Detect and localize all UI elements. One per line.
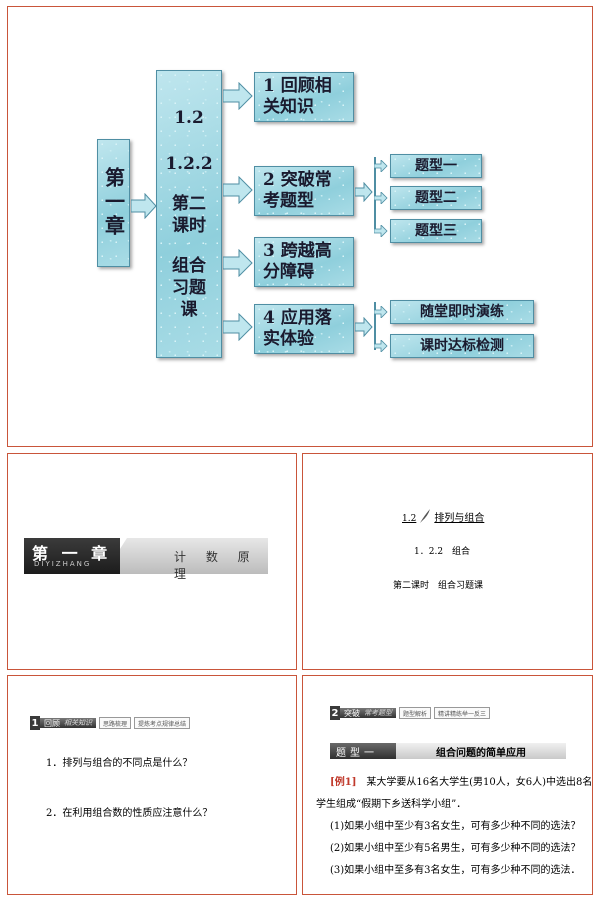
section-heading: 1.2 排列与组合 [402, 508, 484, 524]
type-label: 题型三 [415, 222, 457, 239]
question-1: 1．排列与组合的不同点是什么？ [46, 758, 193, 769]
bracket-connector [374, 157, 376, 233]
chapter-box[interactable]: 第一章 [97, 139, 130, 267]
type-box-3[interactable]: 题型三 [390, 219, 482, 243]
arrow-right-icon [355, 317, 373, 337]
arrow-right-icon [223, 176, 253, 204]
type-label: 题型一 [415, 157, 457, 174]
chapter-pinyin: DIYIZHANG [34, 560, 92, 568]
lesson-period: 第二课时 [172, 194, 206, 236]
practice-label: 随堂即时演练 [420, 303, 504, 320]
subtab-1[interactable]: 题型解析 [399, 707, 432, 719]
section-tab[interactable]: 回顾 相关知识 [40, 718, 96, 728]
lesson-subsection: 1.2.2 [165, 154, 213, 174]
practice-box-1[interactable]: 随堂即时演练 [390, 300, 534, 324]
type-bar-title: 组合问题的简单应用 [396, 743, 566, 759]
section-line: 实体验 [263, 329, 314, 349]
subsection-title: 1．2.2 组合 [414, 547, 471, 557]
subtab-2[interactable]: 精讲精练举一反三 [434, 707, 491, 719]
lesson-section: 1.2 [174, 108, 204, 128]
slide-4-review [7, 675, 297, 895]
chapter-label: 第一章 [101, 167, 126, 239]
section-number: 1.2 [402, 514, 417, 524]
section-tab-sub: 常考题型 [364, 709, 392, 717]
arrow-right-icon [355, 182, 373, 202]
type-label: 题型二 [415, 189, 457, 206]
section-line: 4 应用落 [263, 308, 332, 328]
section-tab-sub: 相关知识 [64, 719, 92, 727]
arrow-right-icon [374, 225, 388, 237]
lesson-box[interactable]: 1.2 1.2.2 第二课时 组合习题课 [156, 70, 222, 358]
subtab-2[interactable]: 提炼考点规律总结 [134, 717, 191, 729]
question-2: 2．在利用组合数的性质应注意什么？ [46, 808, 213, 819]
section-box-breakthrough[interactable]: 2 突破常考题型 [254, 166, 354, 216]
lesson-title: 第二课时 组合习题课 [393, 581, 484, 591]
banner-dark: 第 一 章 DIYIZHANG [24, 538, 120, 574]
example-question-1: (1)如果小组中至少有3名女生，可有多少种不同的选法？ [330, 821, 581, 832]
example-tag: [例1] [330, 777, 357, 788]
type-bar: 题型一 组合问题的简单应用 [330, 743, 566, 759]
arrow-right-icon [374, 160, 388, 172]
subtab-1[interactable]: 思路梳理 [99, 717, 132, 729]
section-box-application[interactable]: 4 应用落实体验 [254, 304, 354, 354]
arrow-right-icon [223, 82, 253, 110]
section-tab-label: 突破 [344, 708, 360, 718]
section-header-breakthrough: 2 突破 常考题型 题型解析 精讲精练举一反三 [330, 706, 491, 720]
section-header-review: 1 回顾 相关知识 思路梳理 提炼考点规律总结 [30, 716, 191, 730]
arrow-right-icon [131, 193, 157, 219]
example-line-1: [例1] 某大学要从16名大学生(男10人，女6人)中选出8名 [330, 773, 592, 788]
arrow-right-icon [374, 306, 388, 318]
bracket-connector [374, 302, 376, 350]
section-tab[interactable]: 突破 常考题型 [340, 708, 396, 718]
section-line: 分障碍 [263, 262, 314, 282]
section-num-badge: 2 [330, 706, 340, 720]
slide-3-section-cover [302, 453, 593, 670]
type-bar-label: 题型一 [330, 743, 396, 759]
chapter-banner: 第 一 章 DIYIZHANG 计 数 原 理 [24, 538, 268, 581]
banner-light [104, 538, 268, 574]
section-line: 关知识 [263, 97, 314, 117]
arrow-right-icon [223, 249, 253, 277]
section-line: 3 跨越高 [263, 241, 332, 261]
section-box-obstacles[interactable]: 3 跨越高分障碍 [254, 237, 354, 287]
example-question-2: (2)如果小组中至少有5名男生，可有多少种不同的选法？ [330, 843, 581, 854]
quill-icon [420, 509, 431, 523]
example-question-3: (3)如果小组中至多有3名女生，可有多少种不同的选法． [330, 865, 581, 876]
section-line: 1 回顾相 [263, 76, 332, 96]
section-num-badge: 1 [30, 716, 40, 730]
example-text: 某大学要从16名大学生(男10人，女6人)中选出8名 [356, 777, 593, 788]
section-line: 考题型 [263, 191, 314, 211]
section-line: 2 突破常 [263, 170, 332, 190]
example-line-2: 学生组成“假期下乡送科学小组”． [316, 799, 467, 810]
lesson-title: 组合习题课 [172, 256, 206, 320]
type-box-1[interactable]: 题型一 [390, 154, 482, 178]
chapter-subject: 计 数 原 理 [174, 550, 258, 581]
section-box-review[interactable]: 1 回顾相关知识 [254, 72, 354, 122]
arrow-right-icon [374, 340, 388, 352]
arrow-right-icon [223, 313, 253, 341]
section-title: 排列与组合 [434, 513, 485, 524]
section-tab-label: 回顾 [44, 718, 60, 728]
practice-label: 课时达标检测 [420, 337, 504, 354]
chapter-title: 第 一 章 [32, 544, 112, 563]
practice-box-2[interactable]: 课时达标检测 [390, 334, 534, 358]
type-box-2[interactable]: 题型二 [390, 186, 482, 210]
arrow-right-icon [374, 192, 388, 204]
